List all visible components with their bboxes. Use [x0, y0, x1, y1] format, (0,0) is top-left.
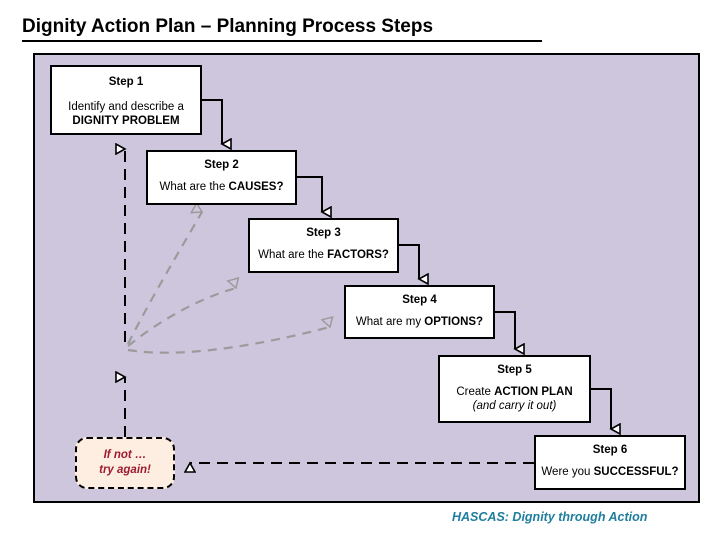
node-step-4-body: What are my OPTIONS? [346, 315, 493, 329]
node-step-5-line3: (and carry it out) [472, 400, 557, 413]
node-step-1-title: Step 1 [108, 76, 144, 88]
node-step-1[interactable]: Step 1 Identify and describe a DIGNITY P… [50, 65, 202, 135]
node-step-3-body: What are the FACTORS? [250, 248, 397, 262]
node-step-5-body: Create ACTION PLAN (and carry it out) [440, 385, 589, 414]
node-step-3[interactable]: Step 3 What are the FACTORS? [248, 218, 399, 273]
node-step-3-line1: What are the [258, 248, 328, 261]
spacer [346, 307, 493, 315]
page-title: Dignity Action Plan – Planning Process S… [22, 16, 434, 37]
node-step-2-line2: CAUSES? [228, 180, 284, 193]
node-step-1-line2: DIGNITY PROBLEM [72, 115, 180, 128]
node-step-6-title: Step 6 [592, 444, 628, 456]
node-step-1-line1: Identify and describe a [68, 100, 184, 113]
node-step-2-body: What are the CAUSES? [148, 180, 295, 194]
node-step-2-title: Step 2 [204, 159, 239, 171]
footer-credit: HASCAS: Dignity through Action [452, 510, 648, 524]
node-step-4-title: Step 4 [402, 294, 437, 306]
node-step-2-line1: What are the [159, 180, 229, 193]
node-step-6-line2: SUCCESSFUL? [593, 465, 679, 478]
spacer [250, 240, 397, 248]
node-step-2[interactable]: Step 2 What are the CAUSES? [146, 150, 297, 205]
node-step-1-body: Identify and describe a DIGNITY PROBLEM [52, 100, 200, 129]
node-retry[interactable]: If not … try again! [75, 437, 175, 489]
connector-step2-step3 [297, 176, 322, 212]
node-step-6-line1: Were you [541, 465, 594, 478]
node-retry-line2: try again! [99, 464, 151, 476]
node-step-4[interactable]: Step 4 What are my OPTIONS? [344, 285, 495, 339]
connector-revisit-fan [127, 212, 330, 354]
node-step-6-body: Were you SUCCESSFUL? [536, 465, 684, 479]
spacer [52, 89, 200, 100]
node-step-4-line2: OPTIONS? [424, 315, 484, 328]
connector-step5-step6 [591, 388, 611, 429]
spacer [536, 457, 684, 465]
title-underline [22, 40, 542, 42]
node-step-4-line1: What are my [355, 315, 425, 328]
node-step-5-title: Step 5 [497, 364, 532, 376]
node-step-3-title: Step 3 [306, 227, 341, 239]
connector-step3-step4 [399, 244, 419, 279]
connector-step1-step2 [202, 99, 222, 144]
node-retry-line1: If not … [103, 449, 147, 462]
node-step-5-line1: Create [456, 385, 495, 398]
spacer [148, 172, 295, 180]
node-step-3-line2: FACTORS? [327, 248, 389, 261]
node-step-6[interactable]: Step 6 Were you SUCCESSFUL? [534, 435, 686, 490]
node-step-5[interactable]: Step 5 Create ACTION PLAN (and carry it … [438, 355, 591, 423]
spacer [440, 377, 589, 385]
node-step-5-line2: ACTION PLAN [494, 385, 573, 398]
connector-step4-step5 [495, 311, 515, 349]
